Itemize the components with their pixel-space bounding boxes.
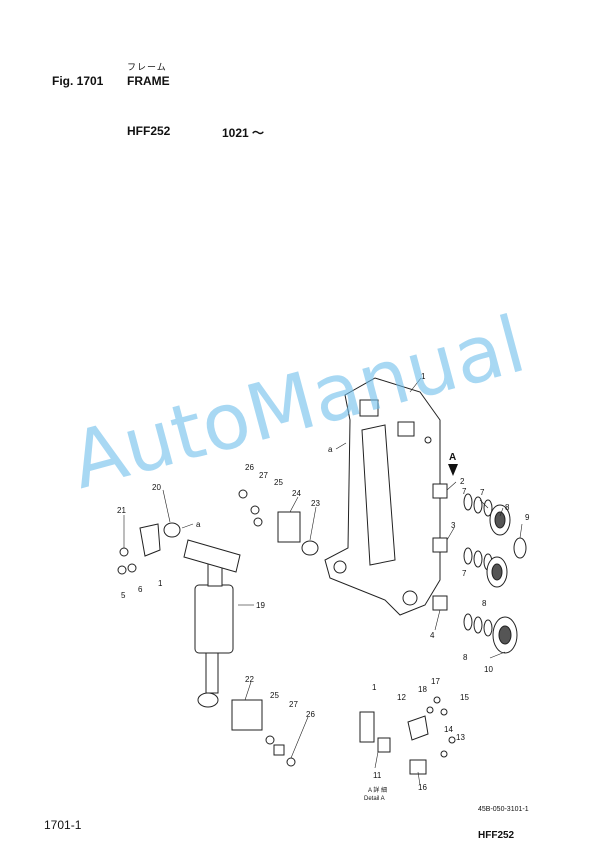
detail-label-jp: A 詳 細 <box>368 786 387 794</box>
callout-7: 7 <box>480 488 485 497</box>
callout-1-detail: 1 <box>372 683 377 692</box>
washer-27-upper <box>250 505 260 515</box>
bushing-2 <box>432 483 448 499</box>
callout-8-third: 8 <box>463 653 468 662</box>
plate-24 <box>277 511 301 543</box>
callout-14: 14 <box>444 725 453 734</box>
washer-27-lower <box>273 744 285 756</box>
callout-6: 6 <box>138 585 143 594</box>
callout-13: 13 <box>456 733 465 742</box>
callout-1: 1 <box>421 372 426 381</box>
grease-fitting-25-lower <box>265 735 275 745</box>
callout-26: 26 <box>245 463 254 472</box>
callout-4: 4 <box>430 631 435 640</box>
callout-23: 23 <box>311 499 320 508</box>
callout-8-second: 8 <box>482 599 487 608</box>
callout-20: 20 <box>152 483 161 492</box>
callout-25: 25 <box>274 478 283 487</box>
callout-5: 5 <box>121 591 126 600</box>
callout-25-lower: 25 <box>270 691 279 700</box>
callout-7-third: 7 <box>462 569 467 578</box>
figure-label: Fig. 1701 <box>52 74 104 88</box>
model-number: HFF252 <box>127 124 171 138</box>
grease-fitting-25-upper <box>253 517 263 527</box>
callout-27: 27 <box>259 471 268 480</box>
snap-ring-9 <box>513 537 527 559</box>
washers-7 <box>463 493 493 637</box>
grease-fitting-21 <box>119 547 129 557</box>
footer-model: HFF252 <box>478 830 515 841</box>
callout-19: 19 <box>256 601 265 610</box>
bolt-5 <box>117 565 127 575</box>
serial-range: 1021 ～ <box>222 126 265 140</box>
pin-22 <box>231 699 263 731</box>
callout-numbers: 1 2 3 4 5 6 7 8 9 10 11 12 13 14 15 16 1… <box>117 372 530 792</box>
detail-a-group <box>359 696 456 775</box>
bolt-26-upper <box>238 489 248 499</box>
hydraulic-cylinder-19 <box>183 539 241 708</box>
callout-3: 3 <box>451 521 456 530</box>
callout-2: 2 <box>460 477 465 486</box>
document-number: 45B-050-3101-1 <box>478 806 529 813</box>
bracket-1 <box>139 523 161 557</box>
bearings-8 <box>486 504 511 588</box>
callout-11: 11 <box>373 771 382 780</box>
callout-9: 9 <box>525 513 530 522</box>
callout-17: 17 <box>431 677 440 686</box>
callout-a-pin: a <box>196 520 201 529</box>
leader-lines <box>123 377 523 786</box>
detail-label: Detail A <box>364 796 385 802</box>
view-arrow-icon <box>448 464 458 476</box>
callout-15: 15 <box>460 693 469 702</box>
page-title: FRAME <box>127 74 170 88</box>
callout-1-bracket: 1 <box>158 579 163 588</box>
bushing-3 <box>432 537 448 553</box>
callout-18: 18 <box>418 685 427 694</box>
title-japanese: フレーム <box>127 62 167 72</box>
bolt-26-lower <box>286 757 296 767</box>
washer-6 <box>127 563 137 573</box>
callout-12: 12 <box>397 693 406 702</box>
main-frame <box>324 377 441 616</box>
callout-27-lower: 27 <box>289 700 298 709</box>
callout-26-lower: 26 <box>306 710 315 719</box>
callout-22: 22 <box>245 675 254 684</box>
bearing-10 <box>492 616 518 654</box>
callout-a-frame: a <box>328 445 333 454</box>
callout-10: 10 <box>484 665 493 674</box>
callout-16: 16 <box>418 783 427 792</box>
view-arrow-label: A <box>449 452 456 463</box>
pin-23 <box>301 540 319 556</box>
callout-24: 24 <box>292 489 301 498</box>
page-number: 1701-1 <box>44 818 82 832</box>
callout-7-second: 7 <box>462 487 467 496</box>
callout-8: 8 <box>505 503 510 512</box>
pin-20 <box>163 522 181 538</box>
bushing-4 <box>432 595 448 611</box>
callout-21: 21 <box>117 506 126 515</box>
